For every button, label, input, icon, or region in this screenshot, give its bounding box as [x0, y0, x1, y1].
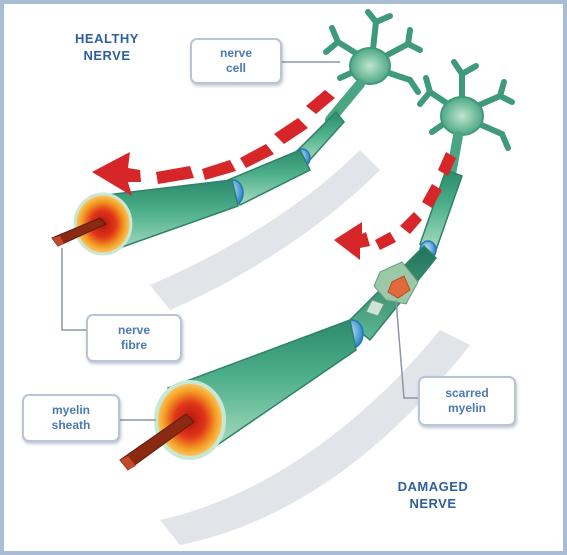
- healthy-nerve-soma: [350, 48, 390, 84]
- damaged-heading-line2: NERVE: [378, 495, 488, 512]
- nerve-fibre-label-line1: nerve: [118, 323, 150, 338]
- nerve-cell-label-line1: nerve: [220, 46, 252, 61]
- damaged-nerve-heading: DAMAGED NERVE: [378, 478, 488, 512]
- healthy-heading-line1: HEALTHY: [52, 30, 162, 47]
- scarred-myelin-label-line1: scarred: [445, 386, 488, 401]
- damaged-nerve-soma: [441, 97, 483, 135]
- nerve-cell-label: nerve cell: [190, 38, 282, 84]
- nerve-fibre-label: nerve fibre: [86, 314, 182, 362]
- myelin-sheath-label-line2: sheath: [52, 418, 91, 433]
- nerve-cell-label-line2: cell: [220, 61, 252, 76]
- myelin-sheath-label-line1: myelin: [52, 403, 91, 418]
- myelin-sheath-label: myelin sheath: [22, 394, 120, 442]
- healthy-signal-arrow: [92, 90, 335, 196]
- scarred-myelin-label: scarred myelin: [418, 376, 516, 426]
- scarred-myelin-label-line2: myelin: [445, 401, 488, 416]
- leader-nerve-fibre: [62, 248, 88, 330]
- nerve-fibre-label-line2: fibre: [118, 338, 150, 353]
- healthy-heading-line2: NERVE: [52, 47, 162, 64]
- damaged-heading-line1: DAMAGED: [378, 478, 488, 495]
- healthy-nerve-heading: HEALTHY NERVE: [52, 30, 162, 64]
